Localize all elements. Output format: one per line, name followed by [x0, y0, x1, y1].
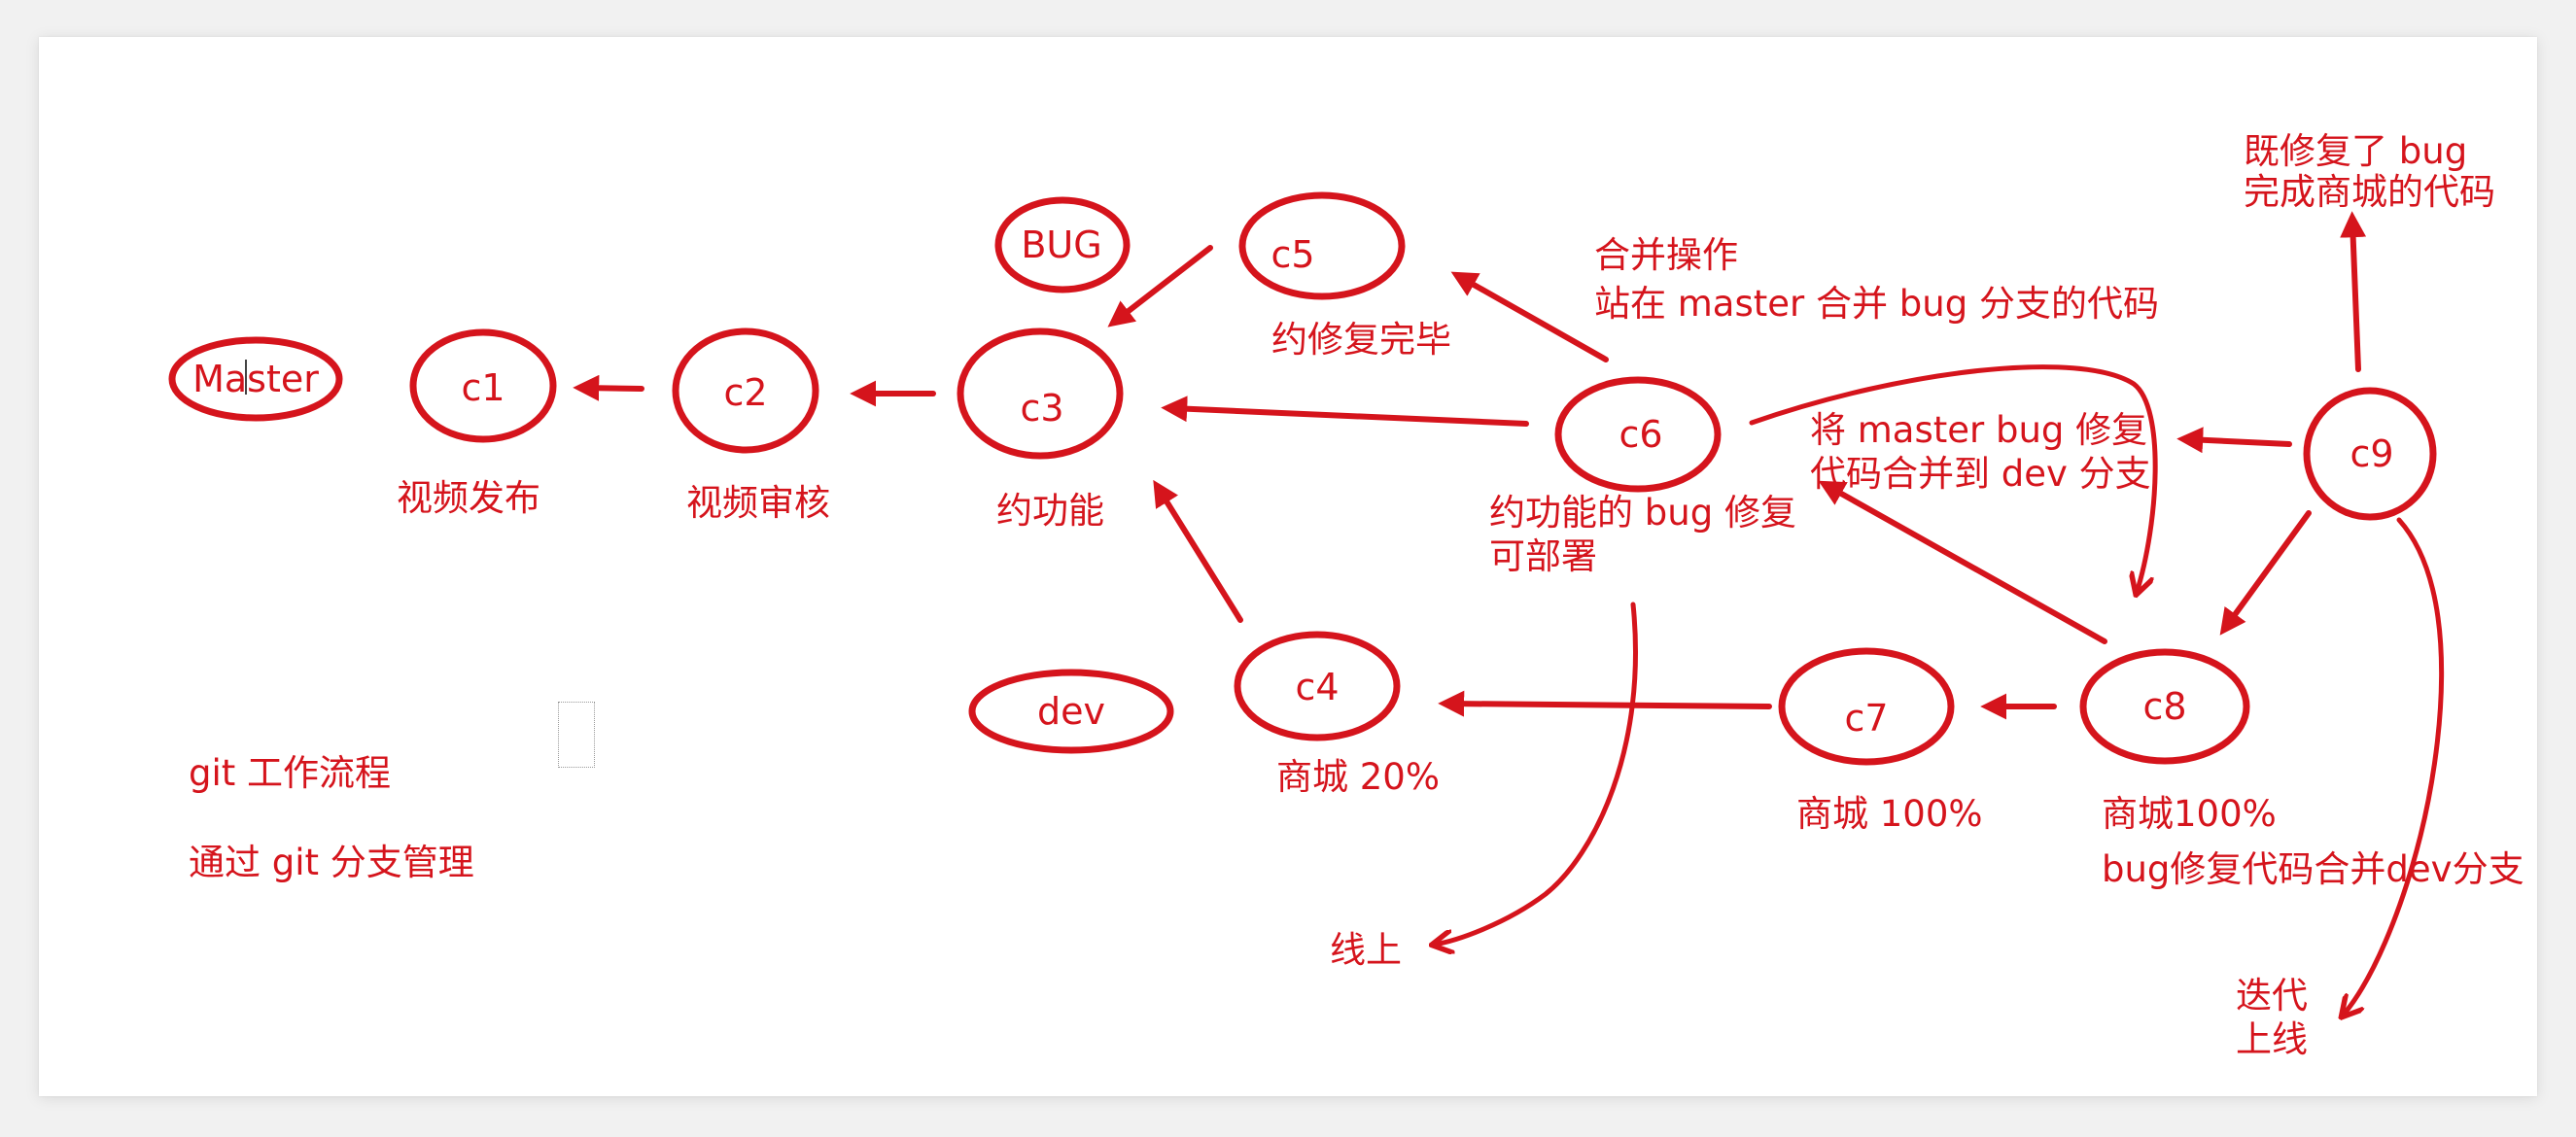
note-c2-review: 视频审核: [686, 482, 830, 524]
dev-node: [968, 669, 1174, 754]
master-node: [168, 336, 343, 422]
bug-label: BUG: [1021, 224, 1101, 266]
arrow-c6-to-c5: [1450, 271, 1609, 362]
note-online: 线上: [1330, 929, 1402, 971]
dev-label: dev: [1037, 690, 1105, 733]
workflow-subtitle: 通过 git 分支管理: [189, 842, 474, 883]
note-c9-line2: 完成商城的代码: [2244, 171, 2495, 213]
note-c4-mall: 商城 20%: [1276, 756, 1440, 798]
note-c3-feature: 约功能: [996, 490, 1104, 532]
commit-c9: [2303, 387, 2437, 521]
empty-text-box[interactable]: [558, 702, 595, 768]
note-merge-line2: 站在 master 合并 bug 分支的代码: [1594, 283, 2159, 325]
master-label: Master: [192, 358, 319, 400]
arrow-c2-to-c1: [573, 374, 644, 401]
note-merge-to-dev-line1: 将 master bug 修复: [1810, 409, 2147, 451]
note-c7-mall: 商城 100%: [1796, 793, 1983, 835]
arrow-c9-up: [2340, 211, 2367, 372]
c7-label: c7: [1844, 697, 1888, 740]
c3-label: c3: [1020, 387, 1063, 430]
note-iterate-line2: 上线: [2236, 1018, 2308, 1060]
arrow-c9-to-c8: [2219, 510, 2312, 636]
commit-c3: [957, 327, 1124, 460]
arrow-c7-to-c4: [1438, 690, 1772, 717]
commit-c6: [1554, 376, 1722, 493]
whiteboard-canvas: [39, 37, 2537, 1096]
arrow-c9-to-merge-note: [2176, 427, 2292, 454]
c1-label: c1: [461, 366, 505, 409]
commit-c4: [1234, 631, 1401, 741]
c8-label: c8: [2142, 685, 2186, 728]
note-c8-line1: 商城100%: [2102, 793, 2277, 835]
curve-c6-to-c8: [1749, 364, 2158, 593]
c4-label: c4: [1295, 666, 1339, 708]
commit-c5: [1238, 191, 1406, 300]
commit-c2: [672, 327, 819, 454]
bug-node: [994, 196, 1131, 293]
note-c6-line1: 约功能的 bug 修复: [1489, 492, 1796, 534]
note-merge-line1: 合并操作: [1594, 234, 1738, 276]
note-merge-to-dev-line2: 代码合并到 dev 分支: [1810, 453, 2151, 495]
note-c9-line1: 既修复了 bug: [2244, 130, 2467, 172]
note-iterate-line1: 迭代: [2236, 975, 2308, 1016]
note-c5-fixed: 约修复完毕: [1271, 319, 1451, 361]
c9-label: c9: [2350, 432, 2393, 475]
curve-c6-to-online: [1434, 602, 1638, 945]
commit-c8: [2079, 648, 2250, 765]
note-c8-line2: bug修复代码合并dev分支: [2102, 848, 2524, 890]
commit-c7: [1778, 647, 1955, 766]
c2-label: c2: [723, 371, 767, 414]
arrow-c4-to-c3: [1153, 479, 1243, 623]
curve-c9-to-release: [2343, 517, 2445, 1016]
workflow-title: git 工作流程: [189, 752, 391, 794]
arrow-c5-to-c3: [1107, 245, 1213, 327]
note-c6-line2: 可部署: [1489, 535, 1597, 577]
text-cursor: [245, 360, 247, 395]
commit-c1: [409, 328, 557, 443]
note-c1-publish: 视频发布: [397, 477, 540, 519]
arrow-c6-to-c3: [1161, 396, 1529, 427]
arrow-c8-to-c6: [1818, 480, 2107, 644]
c5-label: c5: [1271, 233, 1314, 276]
c6-label: c6: [1619, 413, 1662, 456]
